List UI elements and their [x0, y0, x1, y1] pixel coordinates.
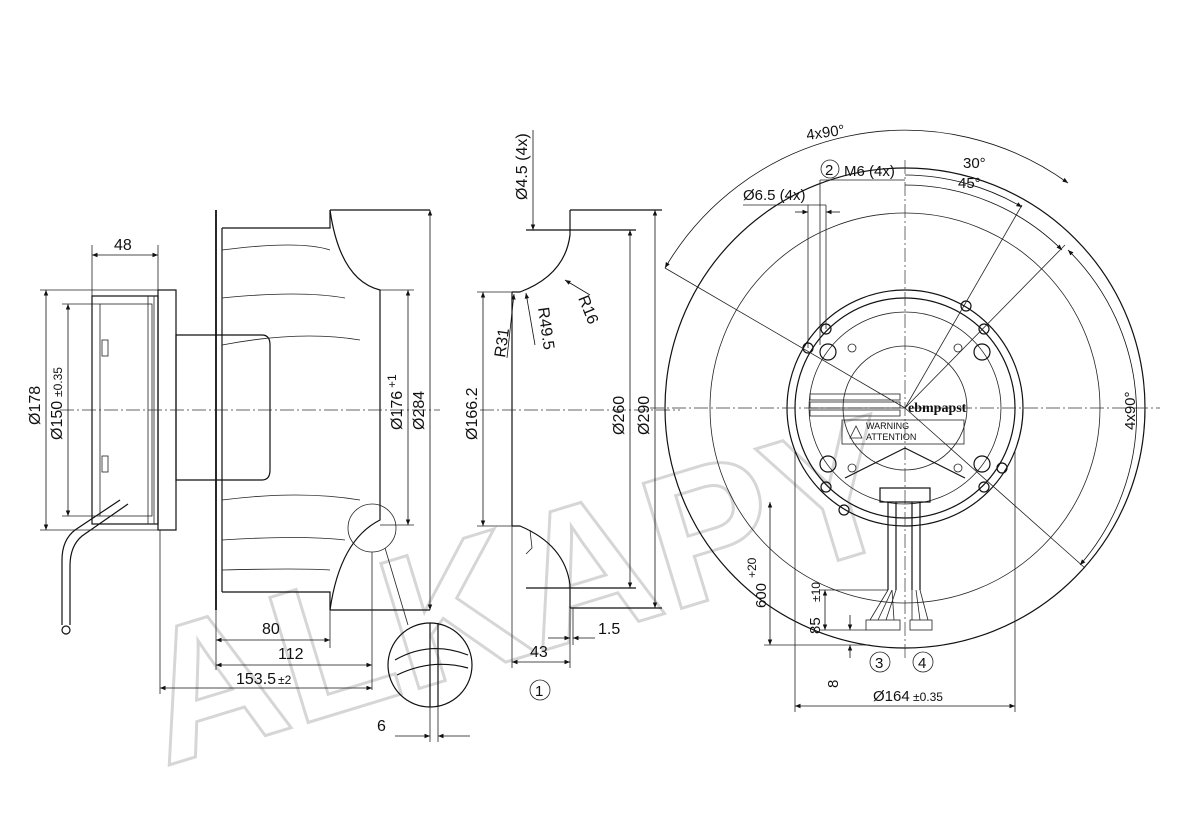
dim-d284: Ø284: [411, 391, 428, 430]
side-view: 48 Ø178 Ø150 ±0.35 Ø176 +1 Ø284 80 112 1…: [27, 209, 473, 742]
dim-d150-tol: ±0.35: [51, 367, 65, 397]
callout-3: 3: [875, 655, 883, 672]
dim-80: 80: [262, 621, 280, 638]
dim-r16: R16: [574, 293, 601, 327]
warning-label: [841, 419, 965, 445]
callout-1-circle: [529, 679, 551, 701]
callout-3-circle: [869, 651, 891, 673]
dim-d176: Ø176: [389, 391, 406, 430]
callout-4: 4: [918, 655, 926, 672]
dim-hole-65: Ø6.5 (4x): [743, 187, 806, 204]
callout-2-circle: [820, 159, 840, 179]
dim-112: 112: [278, 646, 304, 663]
dim-153-tol: ±2: [278, 673, 292, 687]
dim-1-5: 1.5: [598, 621, 620, 638]
angle-45: 45°: [958, 175, 981, 192]
dim-d164: Ø164: [873, 688, 910, 705]
thread-m6: M6 (4x): [844, 163, 895, 180]
brand-logo: ebmpapst: [908, 401, 967, 416]
dim-d290: Ø290: [636, 396, 653, 435]
watermark: ALKAPY: [113, 373, 925, 807]
label-warning: WARNING: [866, 421, 909, 431]
dim-48: 48: [114, 237, 132, 254]
inlet-profile-bottom: [512, 525, 571, 608]
dim-43: 43: [530, 644, 548, 661]
dim-d178: Ø178: [27, 386, 44, 425]
dim-600: 600: [753, 583, 770, 608]
dim-6: 6: [377, 718, 386, 735]
dim-r31: R31: [492, 327, 513, 359]
watermark-text: ALKAPY: [115, 374, 924, 805]
dim-600-tol: +20: [745, 557, 759, 578]
angle-30: 30°: [963, 155, 986, 172]
dim-d164-tol: ±0.35: [913, 690, 943, 704]
dim-d150: Ø150: [49, 401, 66, 440]
front-view: WARNING ATTENTION ebmpapst 4x90° 4x90° 3…: [650, 122, 1160, 712]
inlet-profile-top: [512, 210, 571, 293]
hub: [175, 334, 271, 481]
dim-d176-tol: +1: [385, 374, 399, 388]
cable: [61, 499, 121, 625]
dim-d260: Ø260: [611, 396, 628, 435]
callout-4-circle: [912, 651, 934, 673]
dim-85-tol: ±10: [809, 582, 823, 602]
dim-85: 85: [807, 617, 824, 634]
dim-8: 8: [825, 680, 842, 688]
callout-1: 1: [535, 683, 543, 700]
dim-d166: Ø166.2: [464, 387, 481, 440]
dim-hole-45: Ø4.5 (4x): [514, 133, 531, 200]
angle-right: 4x90°: [1122, 391, 1139, 430]
angle-top: 4x90°: [805, 122, 846, 144]
dim-r49: R49.5: [534, 306, 557, 351]
callout-2: 2: [825, 162, 833, 179]
inlet-ring: [329, 209, 381, 611]
label-attention: ATTENTION: [866, 432, 916, 442]
dim-153: 153.5: [236, 671, 276, 688]
